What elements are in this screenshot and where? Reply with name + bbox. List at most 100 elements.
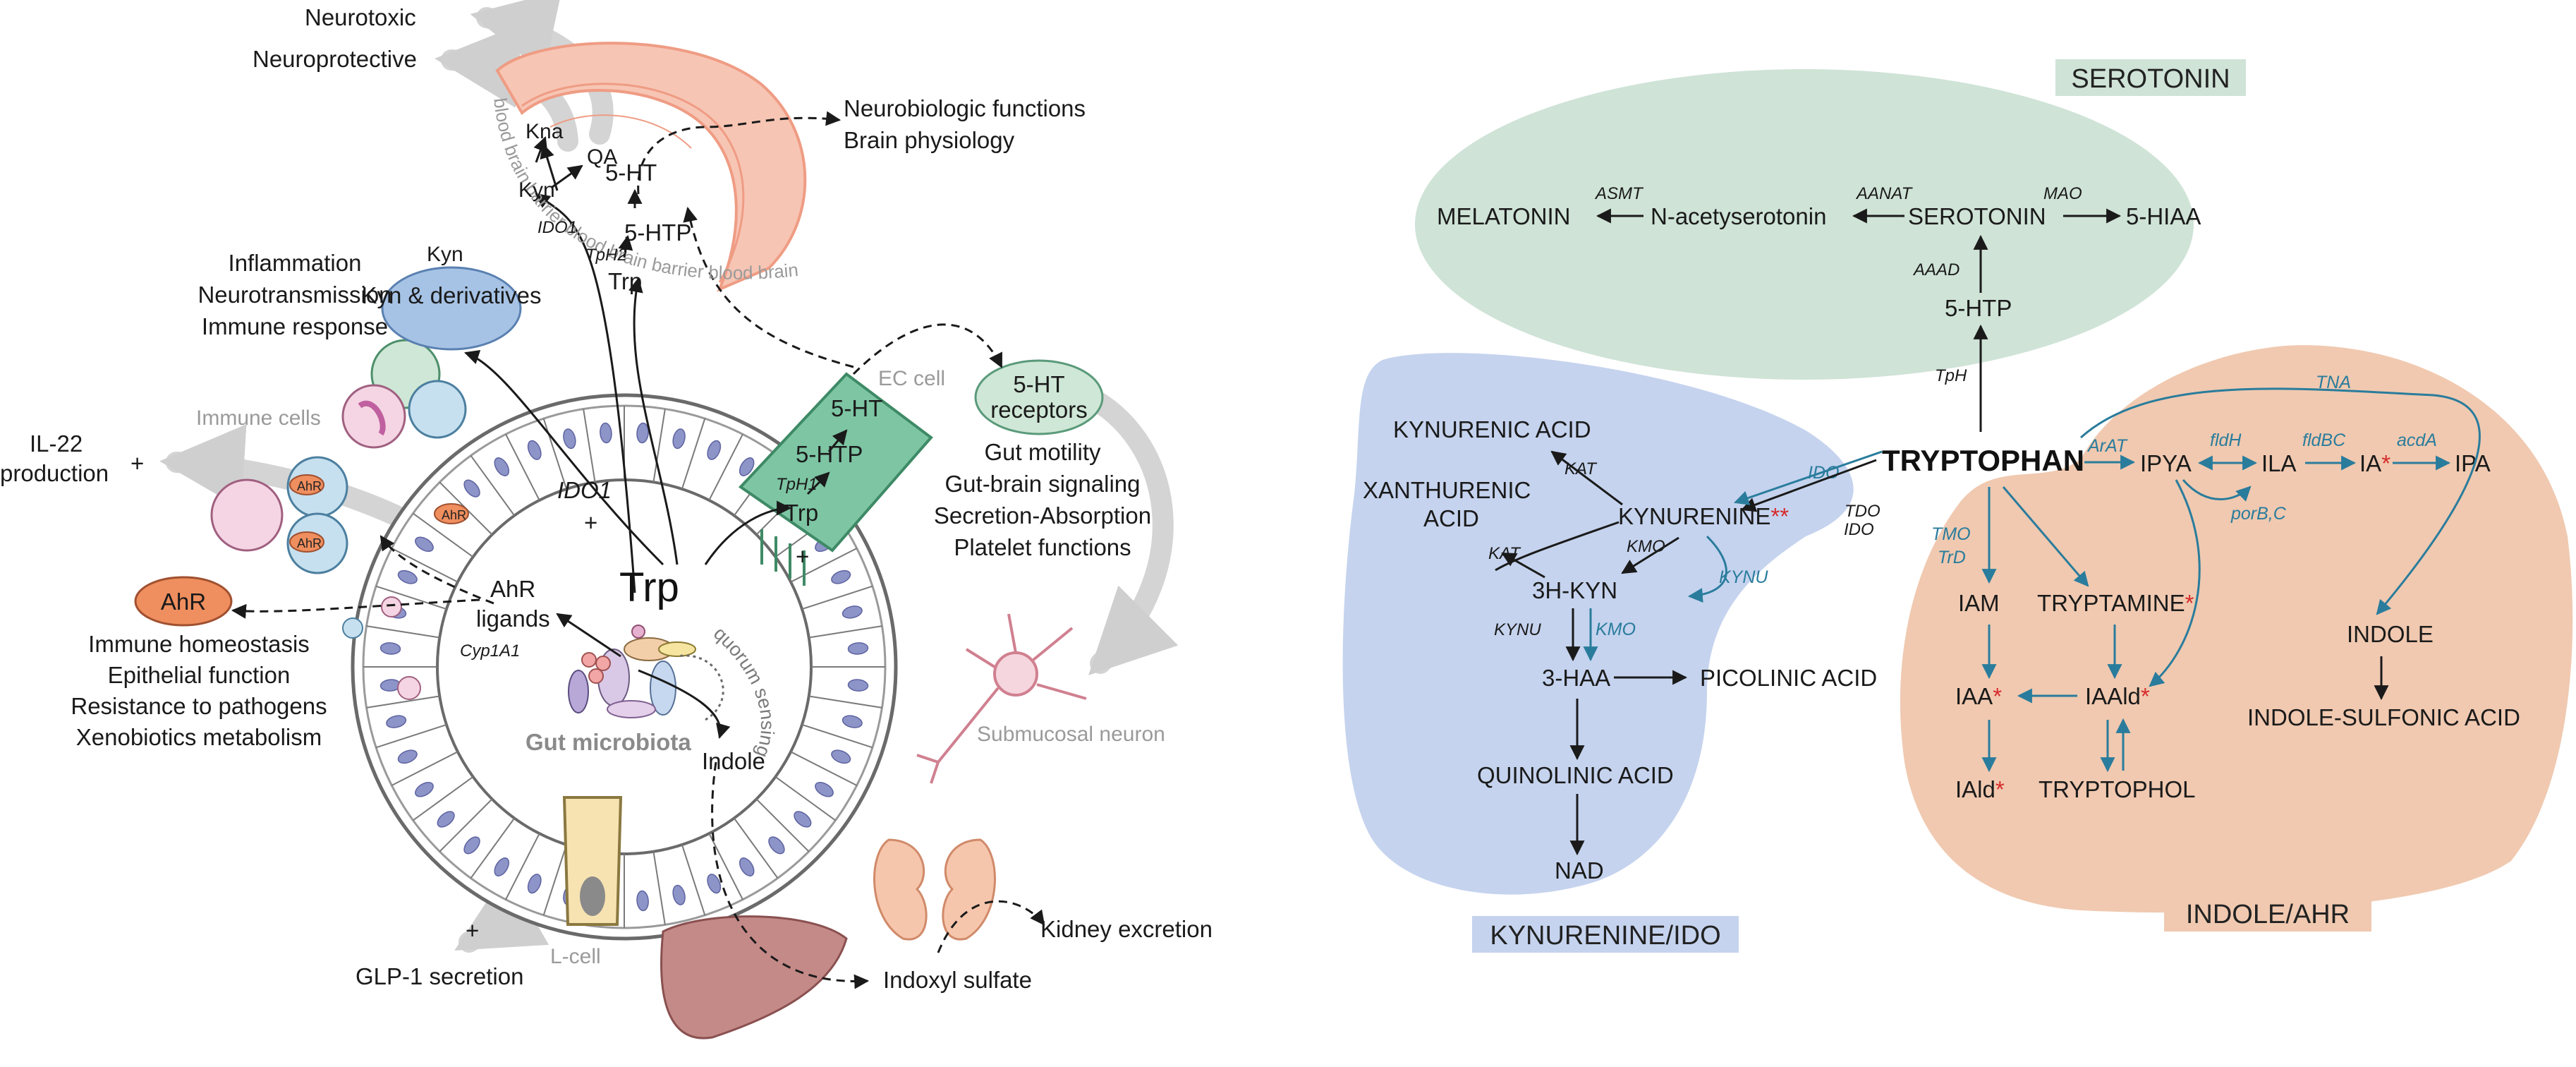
tph2-brain: TpH2 [585, 246, 627, 265]
cyp1a1-label: Cyp1A1 [460, 641, 520, 661]
il22-plus: + [130, 450, 144, 476]
microbiota-cluster-icon [568, 625, 696, 718]
cell-nucleus [847, 679, 869, 692]
inflam-outcome-2: Neurotransmission [198, 282, 391, 308]
node-xanthurenic: XANTHURENIC [1363, 477, 1531, 503]
receptor-outcome-2: Gut-brain signaling [945, 471, 1141, 497]
cell-nucleus [672, 428, 686, 450]
brain-5ht: 5-HT [605, 159, 657, 186]
ahr-ligands-2: ligands [476, 605, 550, 632]
cell-nucleus [397, 569, 418, 584]
cell-nucleus [527, 874, 542, 894]
cell-nucleus [463, 479, 480, 498]
cell-nucleus [815, 781, 834, 797]
ahr-outcome-3: Resistance to pathogens [71, 693, 327, 719]
ido1-brain: IDO1 [537, 218, 577, 237]
cell-nucleus [415, 781, 434, 797]
cell-nucleus [527, 440, 542, 460]
node-3-haa: 3-HAA [1542, 665, 1610, 691]
cell-wall [583, 409, 596, 483]
enzyme-kat-1: KAT [1565, 459, 1598, 478]
serotonin-arrows [1596, 208, 2122, 432]
neuron-icon [916, 613, 1087, 784]
node-indole-sulfonic-acid: INDOLE-SULFONIC ACID [2247, 704, 2520, 730]
kynurenine-box-label: KYNURENINE/IDO [1490, 921, 1720, 951]
submucosal-label: Submucosal neuron [977, 723, 1165, 746]
node-3h-kyn: 3H-KYN [1532, 577, 1617, 603]
brain-icon [495, 42, 807, 292]
enzyme-tdo: TDO [1845, 502, 1881, 521]
kynurenine-microbial-arrows [1583, 450, 1883, 662]
glp1-plus: + [466, 917, 479, 944]
brain-qa: QA [587, 145, 617, 169]
node-nad: NAD [1555, 857, 1604, 884]
neuroprotective-label: Neuroprotective [253, 46, 417, 72]
cell-nucleus [563, 428, 576, 450]
cell-nucleus [437, 811, 455, 828]
ido1-gut: IDO1 [557, 477, 612, 503]
enzyme-aanat: AANAT [1855, 184, 1914, 203]
ec-plus: + [796, 543, 809, 569]
node-iald: IAld* [1955, 776, 2005, 802]
cell-wall [413, 776, 474, 821]
node-tryptophol: TRYPTOPHOL [2039, 776, 2196, 802]
l-cell-icon [562, 796, 623, 926]
cell-wall [413, 512, 474, 558]
cell-wall [375, 723, 447, 749]
cell-wall [652, 409, 666, 483]
enzyme-aaad: AAAD [1912, 260, 1960, 279]
node-melatonin: MELATONIN [1437, 203, 1570, 229]
receptor-outcome-1: Gut motility [984, 439, 1101, 465]
serotonin-region [1415, 69, 2194, 380]
cell-wall [375, 585, 447, 610]
enzyme-kynu-1: KYNU [1494, 620, 1541, 639]
trp-center: Trp [619, 565, 679, 610]
cell-wall [542, 844, 568, 916]
inflam-outcome-1: Inflammation [229, 250, 362, 276]
kidney-icon [873, 838, 996, 941]
cell-nucleus [463, 836, 480, 855]
gut-plus-1: + [584, 510, 597, 536]
enzyme-mao: MAO [2043, 184, 2082, 203]
l-cell-label: L-cell [550, 945, 601, 968]
kyn-periph: Kyn [427, 243, 463, 266]
cell-wall [755, 798, 810, 852]
ahr-outcome-1: Immune homeostasis [88, 631, 310, 657]
il22-label-1: IL-22 [30, 430, 83, 457]
cell-wall [708, 433, 743, 501]
cell-nucleus [397, 749, 418, 764]
brain-trp: Trp [608, 268, 642, 294]
node-kynurenine: KYNURENINE** [1618, 503, 1789, 529]
cell-wall [652, 851, 666, 925]
kynurenine-arrows [1495, 450, 1877, 856]
cell-nucleus [494, 457, 510, 476]
cell-nucleus [842, 715, 863, 728]
ec-trp: Trp [784, 500, 818, 526]
glp1-label: GLP-1 secretion [356, 963, 523, 989]
ahr-outcome-2: Epithelial function [108, 662, 291, 688]
node-kynurenic-acid: KYNURENIC ACID [1393, 416, 1591, 442]
kynurenine-region [1342, 353, 1854, 895]
gut-microbiota-label: Gut microbiota [525, 729, 691, 755]
left-panel: AhR AhR AhR Kyn & derivatives 5-HT recep… [0, 0, 1213, 1039]
cell-wall [790, 548, 858, 583]
cell-wall [801, 585, 873, 610]
enzyme-trd: TrD [1938, 548, 1966, 567]
node-xanthurenic-acid: ACID [1423, 505, 1479, 531]
cell-wall [366, 695, 440, 709]
cell-nucleus [794, 811, 812, 828]
left-arrows [464, 136, 848, 740]
cell-nucleus [636, 422, 649, 444]
kyn-derivatives-bubble [381, 266, 522, 351]
receptor-outcome-3: Secretion-Absorption [934, 502, 1151, 529]
cell-nucleus [842, 605, 863, 619]
ahr-ligands-1: AhR [490, 576, 535, 602]
immune-cells-label: Immune cells [196, 406, 321, 430]
cell-nucleus [831, 569, 851, 584]
indole-region [1900, 345, 2573, 913]
cell-wall [774, 776, 836, 821]
cell-wall [366, 625, 440, 639]
cell-nucleus [707, 874, 722, 894]
indoxyl-label: Indoxyl sulfate [883, 967, 1032, 993]
node-quinolinic-acid: QUINOLINIC ACID [1477, 762, 1674, 788]
